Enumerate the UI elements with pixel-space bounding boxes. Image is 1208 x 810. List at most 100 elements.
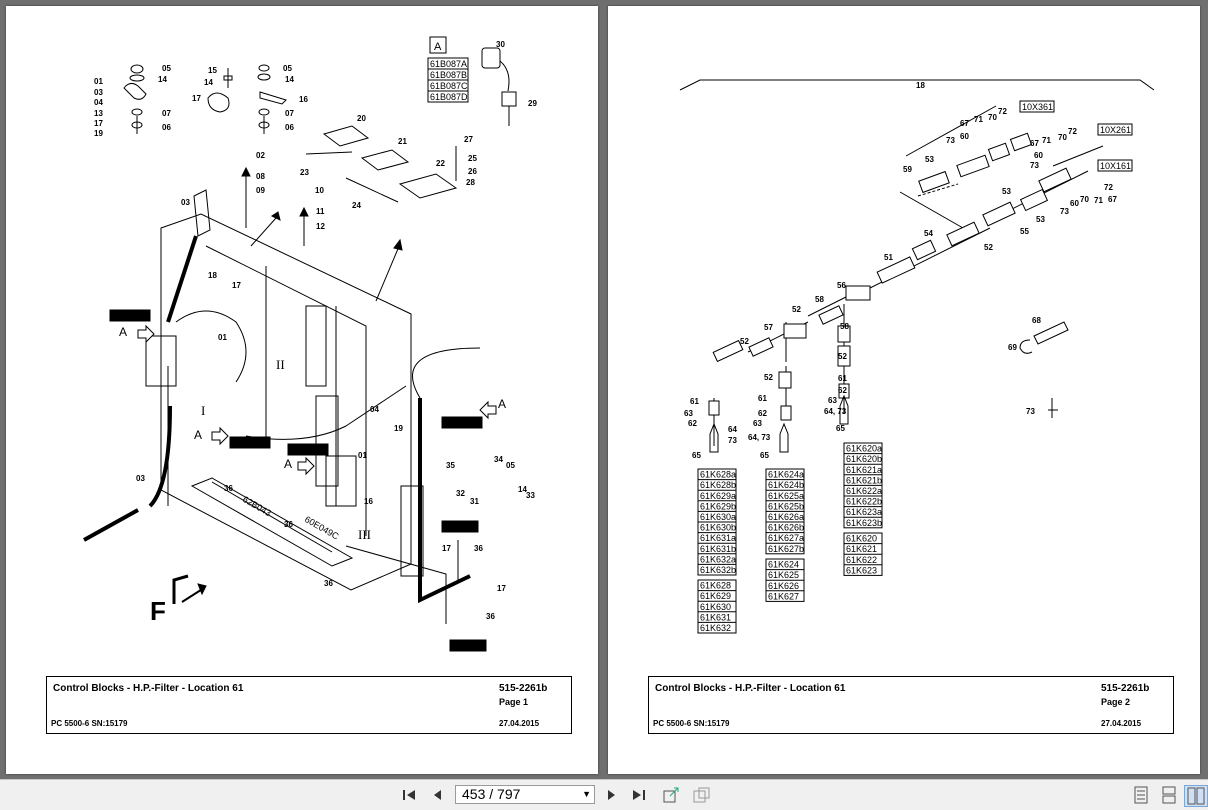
page-number-field[interactable]: 453 / 797 ▼ [455, 785, 595, 804]
label-16b: 16 [364, 497, 373, 506]
label-53c: 53 [1036, 215, 1045, 224]
next-page-icon[interactable] [601, 785, 623, 805]
label-52d: 52 [764, 373, 773, 382]
label-70b: 70 [1058, 133, 1067, 142]
insert-page-icon[interactable] [690, 785, 712, 805]
part-number-cell: 61K623a [846, 507, 882, 517]
label-36-b: 36 [284, 520, 293, 529]
label-06: 06 [162, 123, 171, 132]
label-31: 31 [470, 497, 479, 506]
label-06b: 06 [285, 123, 294, 132]
label-A-2: A [194, 428, 202, 442]
single-page-view-icon[interactable] [1130, 785, 1152, 805]
part-number-cell: 61K631b [700, 544, 736, 554]
part-number-cell: 61K630b [700, 523, 736, 533]
page-2-exploded-drawing: 18 72 67 71 70 73 60 53 59 67 71 70 72 6… [679, 79, 1155, 634]
page-1-exploded-drawing: 01 03 04 13 17 19 05 14 07 06 15 14 17 0… [83, 36, 537, 652]
two-page-view-icon[interactable] [1184, 785, 1208, 807]
part-number-cell: 61K626a [768, 512, 804, 522]
callout-10X261: 10X261 [1100, 125, 1131, 135]
label-72: 72 [998, 107, 1007, 116]
document-page-1: 01 03 04 13 17 19 05 14 07 06 15 14 17 0… [6, 6, 598, 774]
first-page-icon[interactable] [398, 785, 420, 805]
label-56: 56 [837, 281, 846, 290]
part-number-cell: 61K620a [846, 444, 882, 454]
label-19: 19 [94, 129, 103, 138]
label-73b: 73 [1030, 161, 1039, 170]
label-71: 71 [974, 115, 983, 124]
label-01c: 01 [358, 451, 367, 460]
label-front-F: F [150, 596, 166, 626]
callout-10X361: 10X361 [1022, 102, 1053, 112]
label-63: 63 [684, 409, 693, 418]
last-page-icon[interactable] [628, 785, 650, 805]
part-number-cell: 61K623 [846, 565, 877, 575]
label-35: 35 [446, 461, 455, 470]
detail-a-item: 61B087C [430, 81, 468, 91]
label-67: 67 [960, 119, 969, 128]
label-07: 07 [162, 109, 171, 118]
viewer-toolbar: 453 / 797 ▼ [0, 779, 1208, 810]
label-09: 09 [256, 186, 265, 195]
label-61c: 61 [838, 374, 847, 383]
label-36-e: 36 [486, 612, 495, 621]
part-number-cell: 61K621a [846, 465, 882, 475]
label-52c: 52 [740, 337, 749, 346]
label-04b: 04 [370, 405, 379, 414]
label-15: 15 [208, 66, 217, 75]
callout-61B087B: 61B087B [290, 445, 327, 455]
part-number-cell: 61K623b [846, 518, 882, 528]
label-A-4: A [498, 397, 506, 411]
chevron-down-icon[interactable]: ▼ [582, 789, 591, 799]
part-number-cell: 61K625 [768, 570, 799, 580]
label-58: 58 [815, 295, 824, 304]
label-72b: 72 [1068, 127, 1077, 136]
label-51: 51 [884, 253, 893, 262]
part-number-cell: 61K624b [768, 480, 804, 490]
drawing-page: Page 2 [1101, 697, 1131, 707]
label-32: 32 [456, 489, 465, 498]
machine-model: PC 5500-6 SN:15179 [653, 719, 730, 728]
label-17d: 17 [442, 544, 451, 553]
callout-62B043-b: 62B043 [452, 641, 483, 651]
label-36-a: 36 [224, 484, 233, 493]
callout-61B087C: 61B087C [444, 418, 482, 428]
callout-62B043-a: 62B043 [241, 494, 273, 518]
part-number-cell: 61K628b [700, 480, 736, 490]
label-69: 69 [1008, 343, 1017, 352]
label-17c: 17 [232, 281, 241, 290]
label-03c: 03 [136, 474, 145, 483]
continuous-view-icon[interactable] [1158, 785, 1180, 805]
part-number-cell: 61K632a [700, 554, 736, 564]
label-07b: 07 [285, 109, 294, 118]
label-73c: 73 [1060, 207, 1069, 216]
label-12: 12 [316, 222, 325, 231]
part-number-cell: 61K620 [846, 534, 877, 544]
label-65b: 65 [760, 451, 769, 460]
label-28: 28 [466, 178, 475, 187]
title-block-page-2: Control Blocks - H.P.-Filter - Location … [648, 676, 1174, 734]
label-54: 54 [924, 229, 933, 238]
extract-page-icon[interactable] [660, 785, 682, 805]
label-70c: 70 [1080, 195, 1089, 204]
label-64-73c: 64, 73 [824, 407, 847, 416]
label-58b: 58 [840, 322, 849, 331]
part-number-cell: 61K629b [700, 501, 736, 511]
label-roman-I: I [201, 403, 205, 418]
label-01b: 01 [218, 333, 227, 342]
label-30: 30 [496, 40, 505, 49]
label-60: 60 [960, 132, 969, 141]
label-14c: 14 [285, 75, 294, 84]
label-roman-III: III [358, 527, 371, 542]
label-53: 53 [925, 155, 934, 164]
previous-page-icon[interactable] [426, 785, 448, 805]
label-52b: 52 [792, 305, 801, 314]
detail-a-item: 61B087D [430, 92, 468, 102]
label-26: 26 [468, 167, 477, 176]
label-53b: 53 [1002, 187, 1011, 196]
label-60b: 60 [1034, 151, 1043, 160]
label-A-1: A [119, 325, 127, 339]
part-number-cell: 61K622 [846, 555, 877, 565]
part-number-cell: 61K620b [846, 454, 882, 464]
part-number-cell: 61K621 [846, 544, 877, 554]
